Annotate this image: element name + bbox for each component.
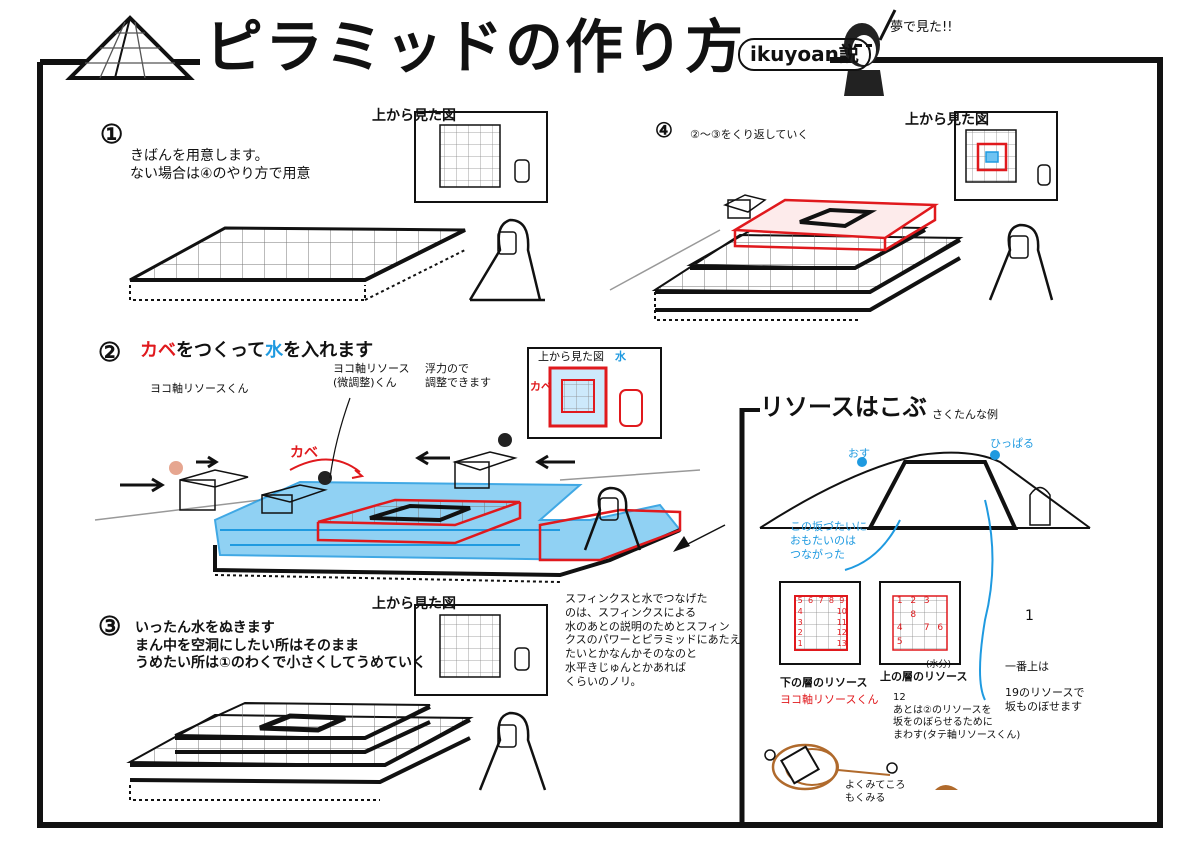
step4-text: ②〜③をくり返していく	[690, 128, 809, 141]
lower-grid-cell	[816, 618, 826, 629]
upper-layer-caption: 上の層のリソース	[880, 670, 968, 683]
upper-grid-cell: 7	[923, 623, 930, 633]
step2-heading-b: をつくって	[176, 340, 266, 361]
resource-bottom-note: よくみてころ もくみる	[845, 780, 906, 804]
page-title: ピラミッドの作り方	[205, 13, 746, 81]
step4-topview-label: 上から見た図	[905, 112, 989, 128]
upper-grid-cell: 5	[896, 636, 903, 647]
step4-illustration	[609, 111, 1058, 321]
step1-topview-label: 上から見た図	[372, 108, 456, 124]
lower-grid-cell: 11	[836, 617, 847, 627]
upper-grid-cell	[934, 637, 948, 651]
resource-slope-label: この坂づたいに おもたいのは つながった	[790, 520, 867, 561]
step4-number: ④	[655, 118, 673, 142]
step2-wall-label: カベ	[290, 445, 318, 461]
upper-grid-cell	[934, 596, 948, 610]
upper-grid-cell	[920, 610, 934, 624]
resource-subtitle: さくたんな例	[932, 408, 998, 421]
lower-grid-cell: 9	[839, 596, 845, 605]
upper-grid-cell	[893, 610, 907, 624]
resource-panel	[739, 408, 1091, 825]
lower-grid-cell: 5	[797, 596, 803, 605]
upper-grid-cell: 2	[910, 596, 917, 606]
lower-grid-cell: 13	[836, 639, 847, 649]
lower-grid-cell: 8	[828, 596, 834, 605]
upper-grid-cell: 1	[896, 596, 903, 606]
step2-adjust-note-b: 浮力ので 調整できます	[425, 362, 491, 389]
upper-grid-cell	[907, 637, 921, 651]
lower-grid-cell: 2	[797, 628, 803, 638]
step2-heading-d: を入れます	[283, 340, 374, 361]
lower-grid-cell: 12	[836, 628, 847, 638]
step2-topview-wall-label: カベ	[530, 380, 552, 393]
upper-grid-cell	[920, 637, 934, 651]
upper-grid-cell	[907, 623, 921, 637]
step2-number: ②	[98, 338, 122, 368]
resource-title: リソースはこぶ	[760, 393, 927, 421]
step2-heading-mizu: 水	[265, 340, 284, 361]
lower-grid-cell	[805, 639, 815, 650]
lower-grid-cell	[816, 628, 826, 639]
step3-illustration	[126, 604, 548, 801]
lower-grid-cell: 10	[836, 606, 847, 616]
step2-yoko-note: ヨコ軸リソースくん	[150, 382, 249, 395]
upper-grid-cell: 8	[910, 609, 917, 620]
lower-grid-cell	[805, 607, 815, 618]
upper-grid-cell	[934, 610, 948, 624]
author-subtitle: ikuyoan説	[738, 38, 871, 71]
step1-number: ①	[100, 120, 124, 150]
step2-topview-water-label: 水	[615, 350, 626, 363]
lower-grid-cell: 7	[818, 596, 824, 605]
step2-heading-kabe: カベ	[140, 340, 176, 361]
upper-grid-cell: 3	[923, 596, 930, 606]
lower-grid-cell: 3	[797, 617, 803, 627]
upper-grid-cell: 4	[896, 623, 903, 633]
lower-grid-cell	[805, 618, 815, 629]
lower-layer-sub: ヨコ軸リソースくん	[780, 693, 879, 706]
upper-grid-cell: 6	[937, 623, 944, 633]
step2-heading: カベをつくって水を入れます	[140, 340, 373, 363]
step2-illustration	[94, 347, 726, 583]
resource-marker: 1	[1025, 608, 1034, 624]
lower-grid-cell	[826, 618, 836, 629]
step2-adjust-note-a: ヨコ軸リソース (微調整)くん	[333, 362, 410, 389]
step3-text: いったん水をぬきます まん中を空洞にしたい所はそのまま うめたい所は①のわくで小…	[135, 620, 427, 671]
lower-grid-cell: 4	[797, 606, 803, 616]
resource-push-label: おす	[848, 447, 870, 460]
lower-grid-cell	[826, 607, 836, 618]
lower-grid-cell	[816, 607, 826, 618]
lower-grid-cell	[826, 639, 836, 650]
pyramid-logo-icon	[65, 15, 195, 80]
sphinx-note: スフィンクスと水でつなげた のは、スフィンクスによる 水のあとの説明のためとスフ…	[565, 592, 741, 688]
step3-number: ③	[98, 612, 122, 642]
resource-note-12: 12 あとは②のリソースを 坂をのぼらせるために まわす(タテ軸リソースくん)	[893, 692, 1021, 741]
lower-grid-cell: 6	[808, 596, 814, 605]
upper-layer-sub: (水分)	[926, 660, 952, 670]
resource-top-label: 一番上は	[1005, 660, 1049, 673]
step3-topview-label: 上から見た図	[372, 596, 456, 612]
lower-grid-cell	[826, 628, 836, 639]
resource-pull-label: ひっぱる	[990, 437, 1034, 450]
lower-grid-cell	[805, 628, 815, 639]
speech-bubble-text: 夢で見た!!	[890, 20, 953, 35]
step2-topview-label: 上から見た図	[538, 350, 604, 363]
step1-illustration	[129, 111, 548, 302]
lower-grid-cell	[816, 639, 826, 650]
step1-text: きばんを用意します。 ない場合は④のやり方で用意	[130, 148, 311, 182]
lower-grid-cell: 1	[797, 639, 803, 649]
resource-note-19: 19のリソースで 坂ものぼせます	[1005, 686, 1085, 713]
lower-layer-caption: 下の層のリソース	[780, 676, 868, 689]
